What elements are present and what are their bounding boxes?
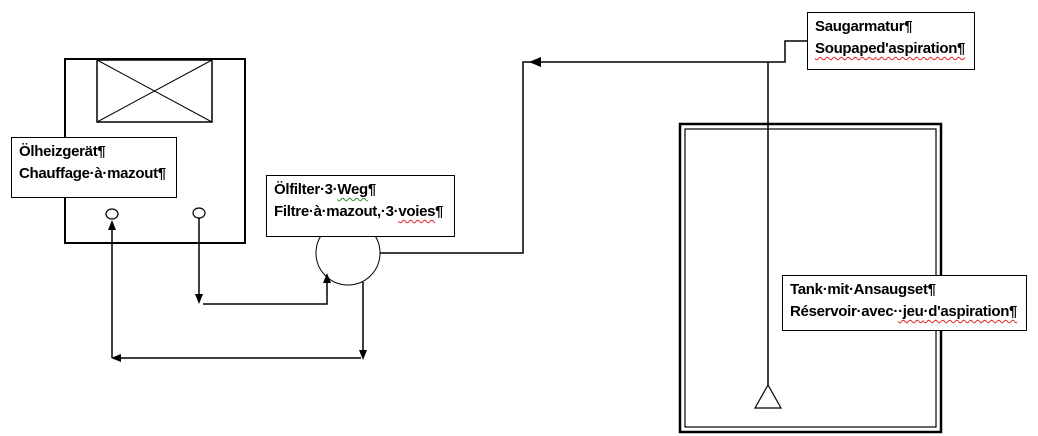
filter-label-fr: Filtre·à·mazout,·3·voies¶	[274, 202, 448, 224]
filter-label-fr-b: voies	[398, 203, 436, 220]
return-arrow-down-icon	[359, 350, 367, 360]
valve-label-fr: Soupaped'aspiration¶	[815, 39, 968, 61]
tank-label-fr-c: ·d'aspiration¶	[923, 303, 1018, 320]
valve-label-de: Saugarmatur¶	[815, 18, 913, 35]
suction-foot-valve-icon	[753, 383, 783, 409]
filter-label-fr-a: Filtre·à·mazout,·3·	[274, 203, 399, 220]
filter-label-de-b: Weg	[337, 181, 368, 198]
valve-label-fr-b: Soupape	[815, 40, 877, 57]
tank-label: Tank·mit·Ansaugset¶ Réservoir·avec··jeu·…	[782, 275, 1027, 331]
tank-label-fr-a: Réservoir·avec·	[790, 303, 899, 320]
suction-arrow-left-icon	[529, 57, 541, 67]
tank-label-fr-b: ·jeu	[898, 303, 924, 320]
filter-label-de: Ölfilter·3·Weg¶	[274, 180, 448, 202]
valve-label: Saugarmatur¶ Soupaped'aspiration¶	[807, 12, 975, 70]
supply-arrow-down-icon	[195, 294, 203, 304]
heater-return-port	[105, 208, 119, 220]
filter-label: Ölfilter·3·Weg¶ Filtre·à·mazout,·3·voies…	[266, 175, 455, 237]
heater-label: Ölheizgerät¶ Chauffage·à·mazout¶	[11, 137, 177, 198]
burner-box-icon	[96, 59, 213, 123]
tank-label-fr: Réservoir·avec··jeu·d'aspiration¶	[790, 302, 1020, 324]
filter-inlet-arrow-up-icon	[323, 273, 331, 283]
supply-pipe	[198, 218, 328, 305]
heater-label-de: Ölheizgerät¶	[19, 143, 106, 160]
heater-supply-port	[192, 207, 206, 219]
filter-label-de-a: Ölfilter·3·	[274, 181, 338, 198]
filter-label-de-c: ¶	[367, 181, 376, 198]
valve-label-fr-c: d'aspiration¶	[876, 40, 966, 57]
filter-label-fr-c: ¶	[435, 203, 444, 220]
return-pipe	[111, 230, 364, 359]
return-arrow-left-icon	[111, 354, 121, 362]
tank-label-de: Tank·mit·Ansaugset¶	[790, 281, 936, 298]
heater-inlet-arrow-up-icon	[108, 220, 116, 230]
heater-label-fr: Chauffage·à·mazout¶	[19, 165, 166, 182]
